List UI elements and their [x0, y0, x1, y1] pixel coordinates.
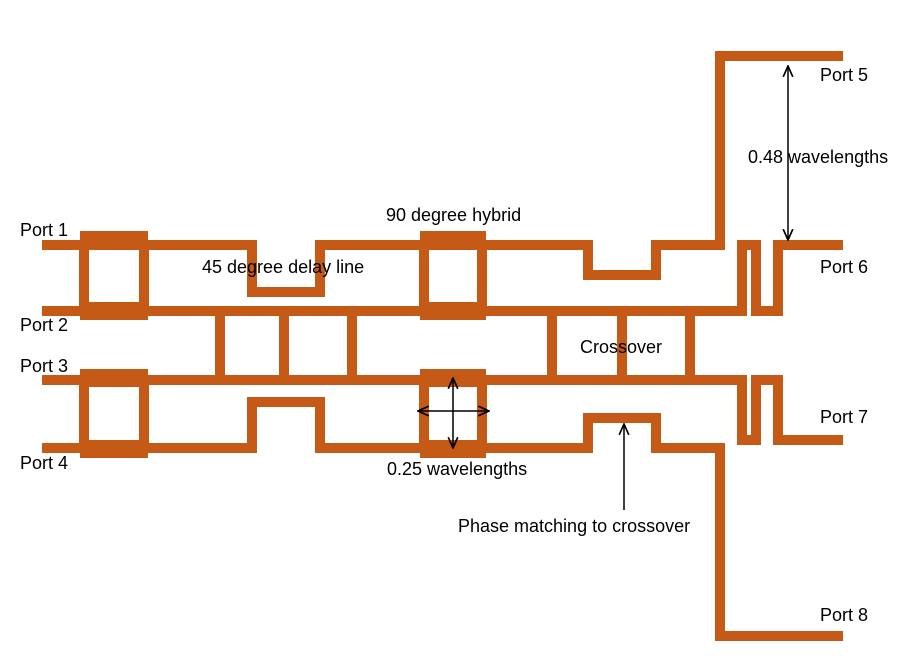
port5-label: Port 5 — [820, 65, 869, 85]
hybrid-label: 90 degree hybrid — [386, 205, 522, 225]
port6-label: Port 6 — [820, 257, 869, 277]
hybrid-branches-upper — [79, 245, 487, 311]
trace-port1-to-port5 — [42, 51, 843, 297]
crossover-branches — [215, 311, 695, 380]
port3-label: Port 3 — [20, 356, 69, 376]
trace-port2-to-port6 — [42, 240, 843, 316]
quarter-wave-label: 0.25 wavelengths — [387, 459, 528, 479]
port1-label: Port 1 — [20, 220, 69, 240]
port2-label: Port 2 — [20, 315, 69, 335]
port4-label: Port 4 — [20, 453, 69, 473]
port8-label: Port 8 — [820, 605, 869, 625]
delay-line-label: 45 degree delay line — [202, 257, 365, 277]
stub-length-label: 0.48 wavelengths — [748, 147, 889, 167]
crossover-label: Crossover — [580, 337, 663, 357]
hybrid-branches-lower — [79, 380, 487, 448]
phase-matching-label: Phase matching to crossover — [458, 516, 691, 536]
trace-port3-to-port7 — [42, 375, 843, 445]
trace-port4-to-port8 — [42, 397, 843, 641]
port7-label: Port 7 — [820, 407, 869, 427]
